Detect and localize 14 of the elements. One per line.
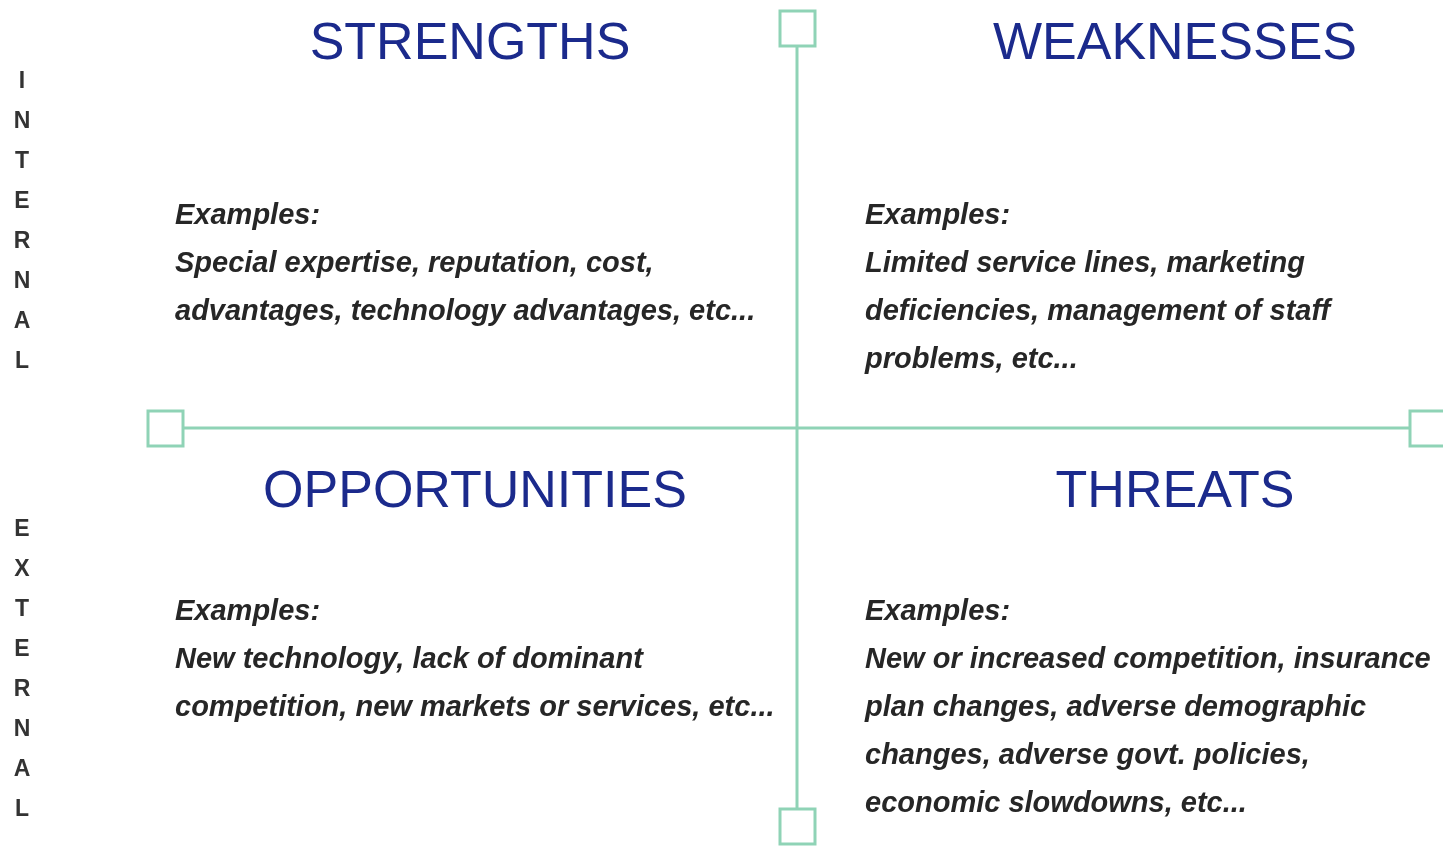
examples-label: Examples: (865, 196, 1012, 232)
quadrant-heading: OPPORTUNITIES (262, 460, 688, 520)
side-label: INTERNAL (13, 66, 31, 376)
examples-text: New or increased competition, insurance plan changes, adverse demographic changes, adverse govt. policies, economic slowdowns, etc... (865, 640, 1432, 820)
examples-text: New technology, lack of dominant competition, new markets or services, etc... (175, 640, 775, 724)
quadrant-heading: STRENGTHS (308, 12, 632, 72)
examples-label: Examples: (865, 592, 1012, 628)
examples-label: Examples: (175, 592, 322, 628)
examples-label: Examples: (175, 196, 322, 232)
quadrant-heading: WEAKNESSES (991, 12, 1359, 72)
examples-text: Special expertise, reputation, cost, advantages, technology advantages, etc... (175, 244, 757, 328)
quadrant-heading: THREATS (1054, 460, 1296, 520)
side-label: EXTERNAL (13, 514, 31, 824)
examples-text: Limited service lines, marketing deficiencies, management of staff problems, etc... (865, 244, 1334, 376)
